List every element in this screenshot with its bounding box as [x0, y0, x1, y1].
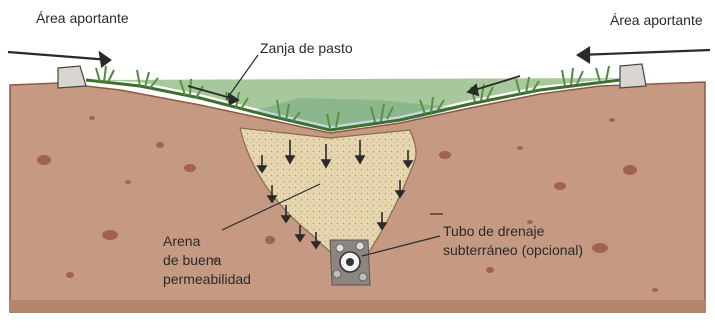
arena-label: Arena de buena permeabilidad: [163, 232, 251, 289]
zanja-de-pasto-label: Zanja de pasto: [260, 40, 353, 57]
inflow-arrow-right: [578, 48, 710, 62]
tubo-label-line-2: subterráneo (opcional): [443, 241, 583, 260]
arena-label-line-1: Arena: [163, 232, 251, 251]
tubo-drenaje-label: Tubo de drenaje subterráneo (opcional): [443, 222, 583, 260]
tubo-label-line-1: Tubo de drenaje: [443, 222, 583, 241]
area-aportante-left-label: Área aportante: [36, 10, 129, 27]
left-curb: [58, 66, 86, 88]
drain-pipe-icon: [340, 252, 360, 272]
soil-bottom-edge: [10, 300, 705, 312]
right-curb: [620, 64, 646, 88]
area-aportante-right-label: Área aportante: [610, 12, 703, 29]
inflow-arrow-left: [8, 52, 110, 66]
arena-label-line-3: permeabilidad: [163, 270, 251, 289]
arena-label-line-2: de buena: [163, 251, 251, 270]
